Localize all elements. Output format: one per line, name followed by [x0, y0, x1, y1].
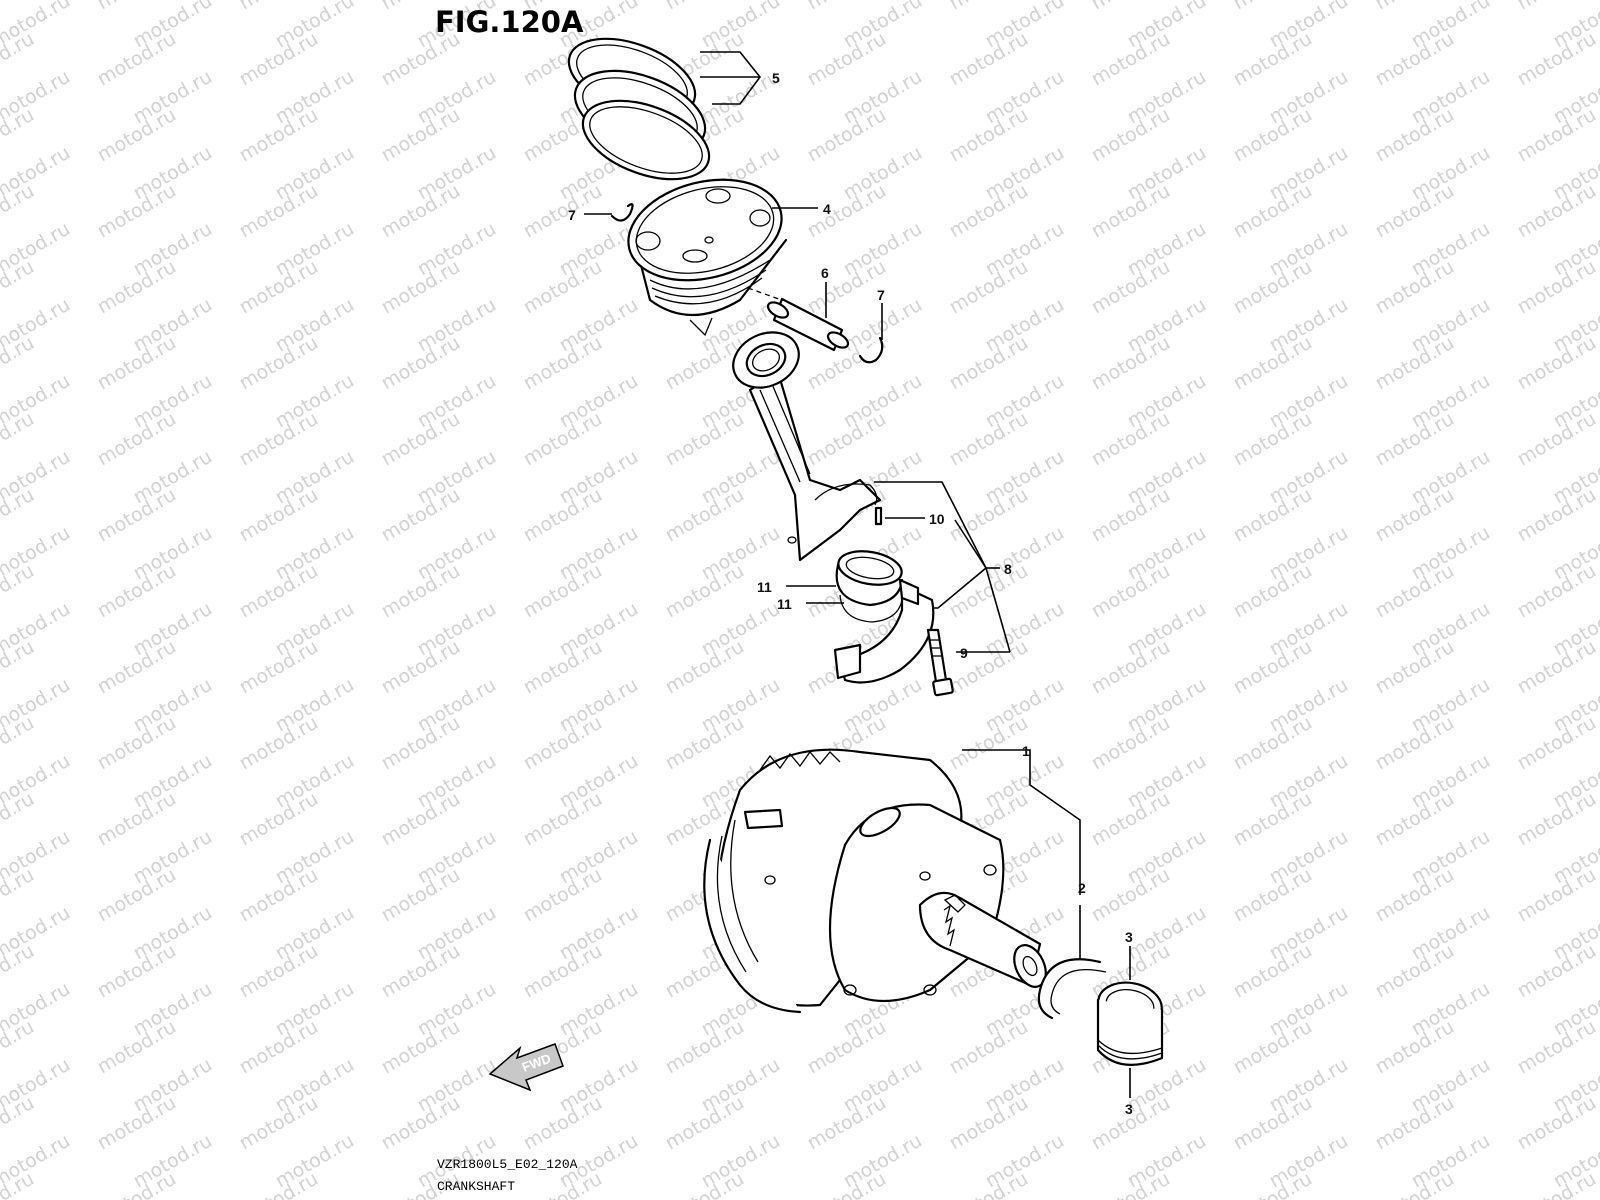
callout-5: 5: [772, 70, 780, 86]
callout-11-a: 11: [757, 579, 772, 595]
callout-6: 6: [821, 265, 829, 281]
rod-bolt: [926, 628, 954, 697]
figure-title: FIG.120A: [435, 5, 584, 39]
callout-10: 10: [929, 511, 945, 527]
callout-4: 4: [823, 201, 831, 217]
callout-2: 2: [1078, 880, 1086, 896]
model-code: VZR1800L5_E02_120A: [437, 1157, 578, 1172]
piston-rings: [567, 37, 711, 181]
piston: [627, 178, 788, 337]
figure-caption: CRANKSHAFT: [437, 1179, 515, 1194]
rod-bearing-shells: [835, 550, 904, 623]
callout-7-left: 7: [568, 207, 576, 223]
main-bearing: [1096, 981, 1164, 1066]
callout-9: 9: [960, 645, 968, 661]
circlip-right: [858, 336, 884, 364]
callout-7-right: 7: [877, 287, 885, 303]
callout-3-bottom: 3: [1125, 1101, 1133, 1117]
piston-pin: [766, 297, 850, 352]
connecting-rod: [732, 331, 882, 562]
callout-11-b: 11: [777, 596, 792, 612]
dowel-pin: [874, 506, 883, 526]
callout-1: 1: [1022, 743, 1030, 759]
callout-8: 8: [1004, 561, 1012, 577]
thrust-washer: [1037, 958, 1102, 1020]
circlip-left: [610, 203, 634, 222]
crankshaft: [703, 748, 1047, 1014]
callout-3-top: 3: [1125, 929, 1133, 945]
fwd-arrow-icon: FWD: [488, 1043, 564, 1092]
